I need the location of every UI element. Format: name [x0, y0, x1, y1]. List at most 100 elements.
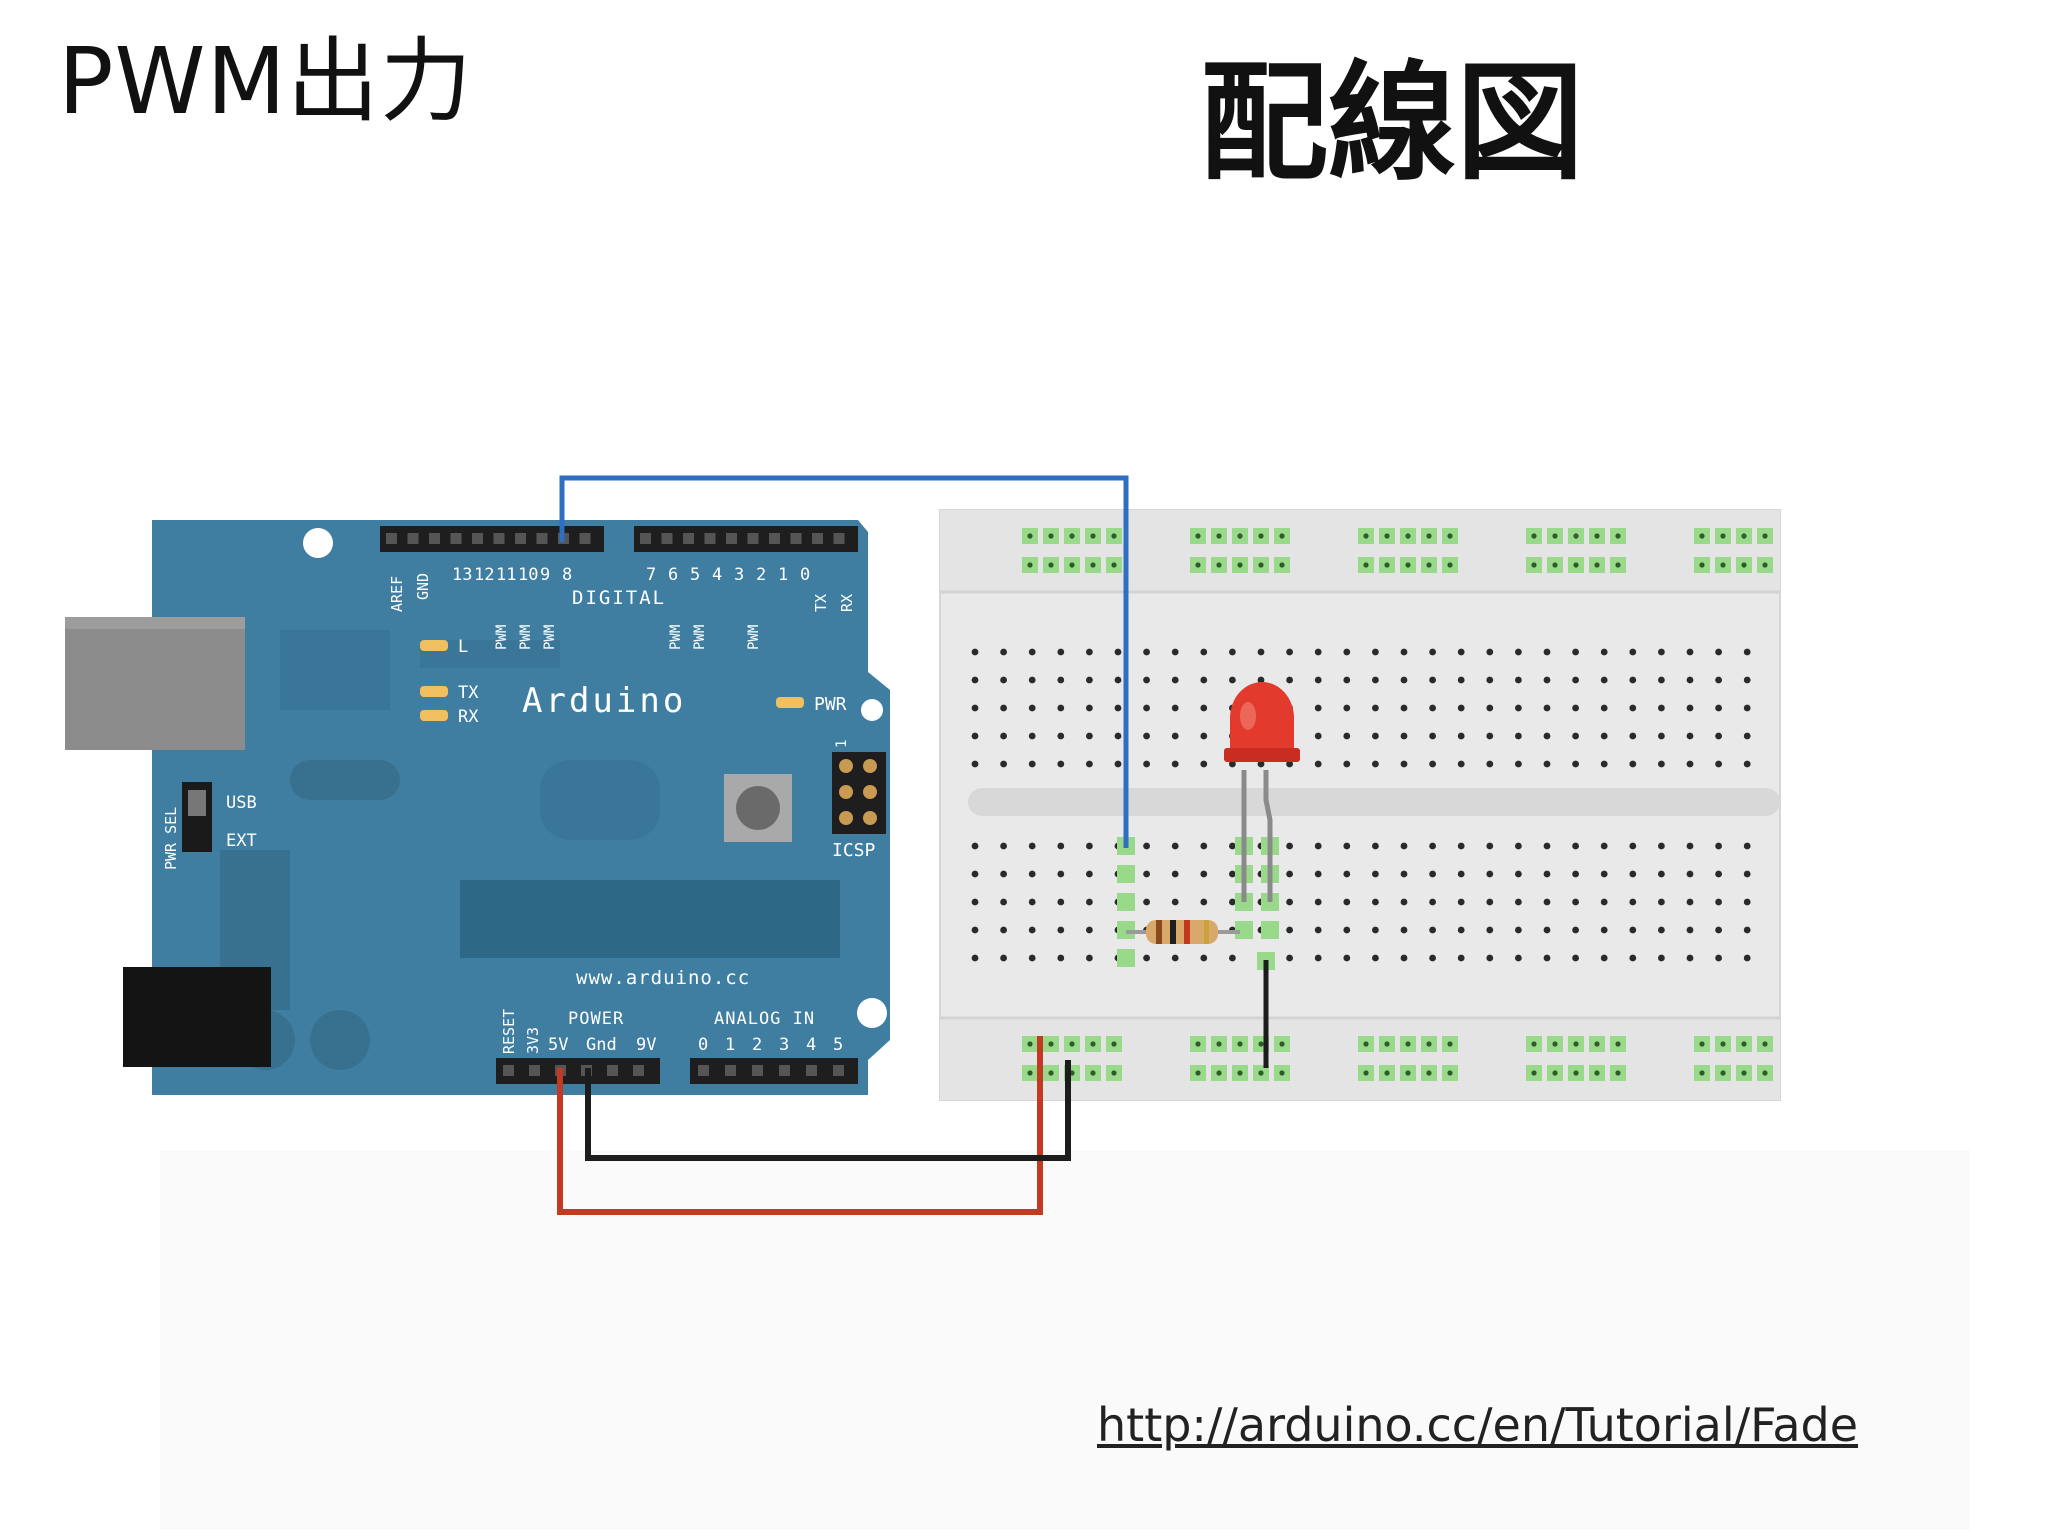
- led-component: [1224, 682, 1300, 902]
- breadboard-hole: [1057, 676, 1065, 684]
- breadboard-hole: [1600, 648, 1608, 656]
- breadboard-hole: [1629, 870, 1637, 878]
- rail-hole-center: [1090, 533, 1096, 539]
- breadboard-hole: [1629, 898, 1637, 906]
- breadboard-hole: [1343, 732, 1351, 740]
- breadboard-hole: [1143, 648, 1150, 656]
- rail-hole-center: [1594, 562, 1600, 568]
- breadboard-hole: [1457, 954, 1465, 962]
- icsp-pin: [839, 785, 853, 799]
- rail-hole-center: [1699, 562, 1705, 568]
- header-pin: [661, 533, 673, 544]
- breadboard-hole: [1400, 760, 1408, 768]
- breadboard-hole: [1743, 870, 1751, 878]
- rail-hole-center: [1363, 1041, 1369, 1047]
- header-pin: [607, 1065, 618, 1076]
- breadboard-hole: [1000, 870, 1007, 878]
- header-pin: [833, 533, 845, 544]
- breadboard-hole: [1715, 898, 1722, 906]
- digital-pin-label: 10: [518, 565, 538, 585]
- breadboard-hole: [1372, 732, 1379, 740]
- breadboard-hole: [1515, 870, 1522, 878]
- breadboard-hole: [1715, 870, 1722, 878]
- rail-hole-center: [1216, 533, 1222, 539]
- rail-hole-center: [1531, 562, 1537, 568]
- header-pin: [683, 533, 694, 544]
- rail-hole-center: [1762, 533, 1768, 539]
- rail-hole-center: [1363, 562, 1369, 568]
- breadboard-hole: [1515, 732, 1522, 740]
- label-usb: USB: [226, 793, 257, 813]
- rail-hole-center: [1699, 533, 1705, 539]
- rail-hole-center: [1384, 1070, 1390, 1076]
- arduino-board: Arduino www.arduino.cc DIGITAL AREF GND …: [65, 520, 890, 1095]
- rail-hole-center: [1258, 1070, 1264, 1076]
- breadboard-hole: [1000, 676, 1007, 684]
- digital-pin-label: 8: [562, 565, 572, 585]
- rail-hole-center: [1048, 1041, 1054, 1047]
- rail-hole-center: [1531, 1041, 1537, 1047]
- header-pin: [769, 533, 780, 544]
- pcb-crystal: [290, 760, 400, 800]
- header-pin: [493, 533, 505, 544]
- digital-pin-label: 7: [646, 565, 656, 585]
- breadboard-hole-active: [1117, 893, 1135, 911]
- breadboard-hole: [1028, 704, 1036, 712]
- rail-hole-center: [1384, 533, 1390, 539]
- breadboard-hole: [1343, 760, 1351, 768]
- breadboard-hole: [1028, 898, 1036, 906]
- header-pin: [779, 1065, 790, 1076]
- rail-hole-center: [1720, 1041, 1726, 1047]
- pcb-chip: [460, 880, 840, 958]
- breadboard-hole: [1343, 898, 1351, 906]
- breadboard-hole: [1200, 842, 1208, 850]
- slide-title: PWM出力: [58, 28, 473, 135]
- rail-hole-center: [1363, 533, 1369, 539]
- breadboard-hole: [1028, 648, 1036, 656]
- rail-hole-center: [1405, 562, 1411, 568]
- breadboard-hole: [1515, 648, 1522, 656]
- led-pwr: [776, 697, 804, 708]
- rail-hole-center: [1531, 533, 1537, 539]
- source-link[interactable]: http://arduino.cc/en/Tutorial/Fade: [1097, 1398, 1859, 1452]
- breadboard-hole: [1515, 842, 1522, 850]
- breadboard-hole: [1343, 704, 1351, 712]
- rail-hole-center: [1615, 1070, 1621, 1076]
- label-5v: 5V: [548, 1035, 568, 1055]
- label-icsp-pin1: 1: [834, 740, 850, 748]
- led-l: [420, 640, 448, 651]
- rail-hole-center: [1426, 1070, 1432, 1076]
- header-pin: [579, 533, 591, 544]
- rail-hole-center: [1447, 533, 1453, 539]
- breadboard-hole: [971, 898, 979, 906]
- rail-hole-center: [1384, 1041, 1390, 1047]
- label-tx-pin: TX: [812, 594, 830, 612]
- rail-hole-center: [1405, 533, 1411, 539]
- breadboard-hole: [1314, 676, 1322, 684]
- rail-hole-center: [1447, 1070, 1453, 1076]
- breadboard-hole: [1429, 648, 1436, 656]
- breadboard-hole: [1372, 842, 1379, 850]
- rail-hole-center: [1447, 562, 1453, 568]
- breadboard-hole: [1286, 898, 1293, 906]
- rail-hole-center: [1447, 1041, 1453, 1047]
- rail-hole-center: [1384, 562, 1390, 568]
- digital-pin-label: 2: [756, 565, 766, 585]
- breadboard-hole: [1686, 704, 1694, 712]
- breadboard-hole: [1658, 926, 1665, 934]
- breadboard-hole: [1343, 870, 1351, 878]
- led-rim: [1224, 748, 1300, 762]
- rail-hole-center: [1531, 1070, 1537, 1076]
- breadboard-hole: [1515, 676, 1522, 684]
- label-pwr-sel: PWR SEL: [162, 807, 180, 870]
- breadboard-hole: [1572, 676, 1579, 684]
- breadboard-hole: [1686, 732, 1694, 740]
- resistor-band-3: [1184, 920, 1190, 944]
- breadboard-hole: [1200, 760, 1208, 768]
- breadboard-hole: [1000, 898, 1007, 906]
- icsp-pin: [863, 759, 877, 773]
- breadboard-hole: [1743, 954, 1751, 962]
- pwm-label: PWM: [518, 625, 534, 650]
- breadboard-hole: [1372, 676, 1379, 684]
- breadboard-hole: [1543, 704, 1551, 712]
